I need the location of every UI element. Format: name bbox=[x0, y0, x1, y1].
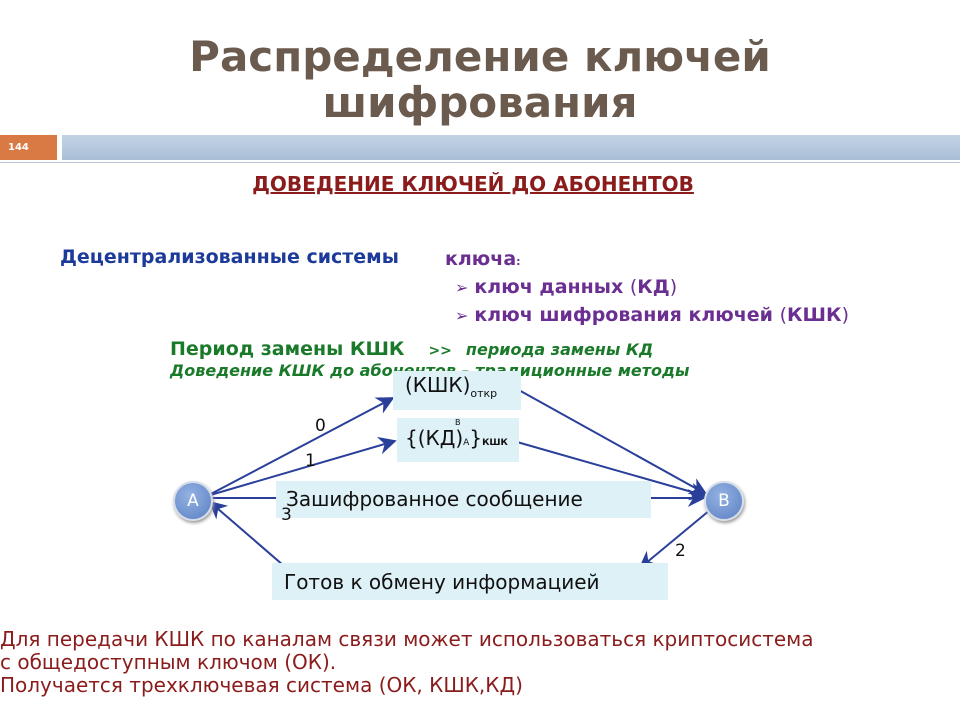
box-encrypted-kd: B {(КД)A}КШК bbox=[397, 418, 519, 462]
footer-line-1: Для передачи КШК по каналам связи может … bbox=[0, 627, 814, 651]
delivery-line: Доведение КШК до абонентов – традиционны… bbox=[170, 361, 690, 380]
box-ready-to-exchange: Готов к обмену информацией bbox=[272, 563, 668, 600]
node-b: B bbox=[704, 481, 744, 521]
period-lead: Период замены КШК bbox=[170, 338, 405, 360]
bullet-paren-open: ( bbox=[629, 276, 638, 298]
bullet-paren-close: ) bbox=[841, 304, 849, 326]
footer-text: Для передачи КШК по каналам связи может … bbox=[0, 628, 960, 697]
arrow-a-to-kd bbox=[206, 436, 397, 497]
step-label-3: 3 bbox=[281, 505, 292, 525]
slide-title-line2: шифрования bbox=[322, 78, 638, 127]
arrow-b-to-ready bbox=[638, 509, 711, 570]
key-fragment-colon: : bbox=[516, 255, 521, 268]
slide-title-line1: Распределение ключей bbox=[189, 32, 771, 81]
box-kd-close: } bbox=[469, 426, 483, 450]
box-encrypted-text: Зашифрованное сообщение bbox=[286, 487, 583, 511]
key-fragment: ключа: bbox=[445, 248, 521, 270]
bullet-data-key: ➢ ключ данных (КД) bbox=[455, 276, 677, 298]
header-band bbox=[62, 135, 960, 160]
arrow-kshk-to-b bbox=[516, 388, 708, 495]
arrow-bullet-icon: ➢ bbox=[455, 306, 469, 325]
arrow-bullet-icon: ➢ bbox=[455, 278, 469, 297]
box-kd-sup: B bbox=[455, 418, 461, 427]
footer-line-3: Получается трехключевая система (ОК, КШК… bbox=[0, 673, 523, 697]
slide-title: Распределение ключей шифрования bbox=[0, 34, 960, 126]
bullet-paren-close: ) bbox=[669, 276, 678, 298]
bullet-abbr: КД bbox=[637, 276, 670, 298]
header-rule bbox=[0, 162, 960, 163]
period-tail: периода замены КД bbox=[465, 340, 654, 359]
footer-line-2: с общедоступным ключом (ОК). bbox=[0, 650, 337, 674]
box-encrypted-message: Зашифрованное сообщение bbox=[276, 481, 651, 518]
box-ready-text: Готов к обмену информацией bbox=[284, 570, 600, 594]
step-label-2: 2 bbox=[675, 541, 686, 561]
period-gt: >> bbox=[428, 343, 452, 359]
node-a: A bbox=[173, 481, 213, 521]
step-label-1: 1 bbox=[305, 451, 316, 471]
arrow-a-to-kshk bbox=[206, 397, 395, 497]
box-kshk-main: (КШК) bbox=[405, 373, 471, 397]
bullet-text: ключ данных bbox=[474, 276, 630, 298]
box-kshk-sub: откр bbox=[470, 387, 498, 400]
arrow-kd-to-b bbox=[516, 441, 708, 501]
step-label-0: 0 bbox=[315, 416, 326, 436]
bullet-paren-open: ( bbox=[779, 304, 788, 326]
period-line: Период замены КШК >> периода замены КД bbox=[170, 338, 653, 360]
key-fragment-text: ключа bbox=[445, 248, 517, 270]
bullet-key-encryption-key: ➢ ключ шифрования ключей (КШК) bbox=[455, 304, 849, 326]
slide-number-badge: 144 bbox=[0, 135, 57, 160]
bullet-abbr: КШК bbox=[787, 304, 842, 326]
box-kd-sub-kshk: КШК bbox=[482, 438, 508, 448]
section-subtitle: ДОВЕДЕНИЕ КЛЮЧЕЙ ДО АБОНЕНТОВ bbox=[252, 172, 694, 196]
box-kd-sub-a: A bbox=[463, 438, 470, 448]
bullet-text: ключ шифрования ключей bbox=[474, 304, 780, 326]
box-kd-pre: {(КД) bbox=[405, 426, 464, 450]
decentralized-label: Децентрализованные системы bbox=[60, 246, 399, 268]
box-public-kshk: (КШК)откр bbox=[393, 371, 521, 410]
